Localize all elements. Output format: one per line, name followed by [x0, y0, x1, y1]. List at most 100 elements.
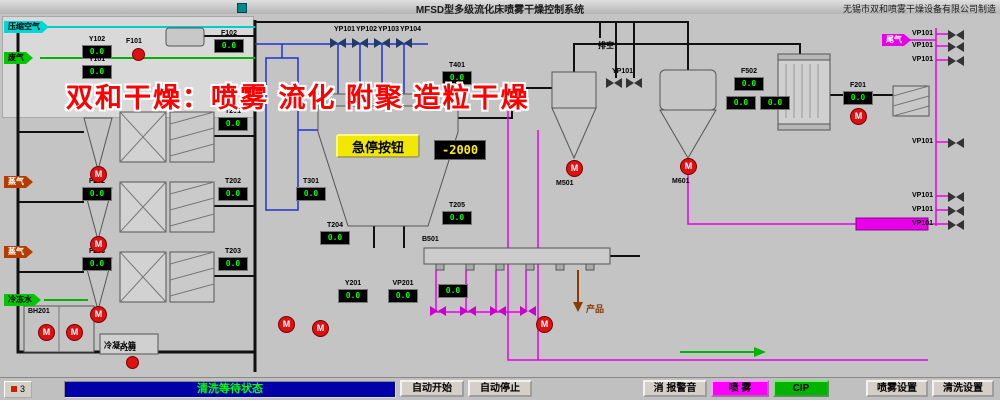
stream-label-steam-1: 蒸气 — [4, 176, 33, 188]
tag-label: T205 — [449, 202, 465, 209]
valve-icon[interactable] — [490, 306, 506, 316]
cip-button[interactable]: CIP — [773, 380, 829, 397]
clean-settings-button[interactable]: 清洗设置 — [932, 380, 994, 397]
main-pipe-trunks — [16, 20, 257, 372]
cyclone-stage1 — [83, 117, 113, 172]
valve-icon[interactable] — [330, 38, 346, 48]
valve-icon[interactable] — [948, 56, 964, 66]
emergency-stop-button[interactable]: 急停按钮 — [336, 134, 420, 158]
value-display: 0.0 — [843, 91, 873, 105]
valve-icon[interactable] — [396, 38, 412, 48]
valve-icon[interactable] — [352, 38, 368, 48]
motor-icon[interactable]: M — [850, 108, 867, 125]
value-display: 0.0 — [296, 187, 326, 201]
valve-icon[interactable] — [948, 30, 964, 40]
motor-icon[interactable]: M — [90, 236, 107, 253]
tag-M601: M601 — [672, 178, 690, 185]
cyclone-2 — [659, 69, 717, 111]
condensate-tank-label: 冷凝水箱 — [104, 341, 136, 350]
tag-VP101: VP101 — [912, 192, 934, 199]
display-unit: 0.0 — [760, 96, 790, 110]
value-display: 0.0 — [438, 284, 468, 298]
display-unit: T301 0.0 — [296, 178, 326, 201]
motor-icon[interactable]: M — [90, 306, 107, 323]
stream-label-steam-2: 蒸气 — [4, 246, 33, 258]
motor-icon[interactable]: M — [90, 166, 107, 183]
valve-icon[interactable] — [948, 192, 964, 202]
value-display: 0.0 — [82, 257, 112, 271]
motor-icon[interactable]: M — [566, 160, 583, 177]
tag-label: T204 — [327, 222, 343, 229]
window-title: MFSD型多级流化床喷雾干燥控制系统 — [415, 5, 585, 16]
value-display: 0.0 — [338, 289, 368, 303]
stream-label-compressed-air: 压缩空气 — [4, 21, 49, 33]
product-label: 产品 — [586, 304, 605, 314]
cip-pipes — [435, 28, 948, 361]
valve-icon[interactable] — [948, 220, 964, 230]
tag-M501: M501 — [556, 180, 574, 187]
valve-icon[interactable] — [626, 78, 642, 88]
valve-icon[interactable] — [374, 38, 390, 48]
auto-stop-button[interactable]: 自动停止 — [468, 380, 532, 397]
display-unit: VP201 0.0 — [388, 280, 418, 303]
stream-label-chilled-water: 冷冻水 — [4, 294, 41, 306]
value-display: 0.0 — [388, 289, 418, 303]
tag-label: T401 — [449, 62, 465, 69]
filter-stage3 — [169, 251, 215, 303]
manufacturer-label: 无锡市双和喷雾干燥设备有限公司制造 — [842, 4, 996, 14]
valve-icon[interactable] — [948, 206, 964, 216]
mute-alarm-button[interactable]: 消 报警音 — [643, 380, 707, 397]
tag-label: F102 — [221, 30, 237, 37]
tag-label: VP201 — [392, 280, 414, 287]
tag-B501: B501 — [422, 236, 439, 243]
cyclone-1 — [551, 71, 597, 109]
watermark: 双和干燥：喷雾 流化 附聚 造粒干燥 — [66, 76, 530, 115]
value-display: 0.0 — [760, 96, 790, 110]
pump-icon[interactable] — [126, 356, 139, 369]
tag-label: Y101 — [88, 56, 106, 63]
tag-F101-bottom: F101 — [120, 346, 136, 353]
motor-icon[interactable]: M — [680, 158, 697, 175]
tag-label: T301 — [303, 178, 319, 185]
motor-icon[interactable]: M — [38, 324, 55, 341]
fluid-bed — [423, 247, 611, 265]
motor-icon[interactable]: M — [66, 324, 83, 341]
condensate-tank-shape — [99, 333, 159, 355]
window-icon — [237, 3, 247, 13]
motor-icon[interactable]: M — [312, 320, 329, 337]
tag-VP101: VP101 — [912, 220, 934, 227]
tag-YP104: YP104 — [400, 26, 422, 33]
value-display: 0.0 — [82, 187, 112, 201]
valve-icon[interactable] — [948, 138, 964, 148]
watermark-slogan: 喷雾 流化 附聚 造粒干燥 — [211, 83, 530, 113]
tag-BH201: BH201 — [28, 308, 50, 315]
pump-icon[interactable] — [132, 48, 145, 61]
status-bar: 清洗等待状态 — [64, 381, 396, 398]
product-pipe — [573, 270, 583, 312]
auto-start-button[interactable]: 自动开始 — [400, 380, 464, 397]
motor-icon[interactable]: M — [278, 316, 295, 333]
spray-settings-button[interactable]: 喷雾设置 — [866, 380, 928, 397]
valve-icon[interactable] — [430, 306, 446, 316]
main-pipes — [18, 21, 893, 277]
tag-YP103: YP103 — [378, 26, 400, 33]
vent-label: 排空 — [598, 41, 614, 50]
valve-icon[interactable] — [606, 78, 622, 88]
valve-icon[interactable] — [520, 306, 536, 316]
valve-icon[interactable] — [948, 42, 964, 52]
green-pipes — [40, 57, 766, 357]
valve-icon[interactable] — [460, 306, 476, 316]
tag-VP101: VP101 — [912, 30, 934, 37]
motor-icon[interactable]: M — [536, 316, 553, 333]
spray-button[interactable]: 喷 雾 — [711, 380, 769, 397]
tag-YP101: YP101 — [334, 26, 356, 33]
